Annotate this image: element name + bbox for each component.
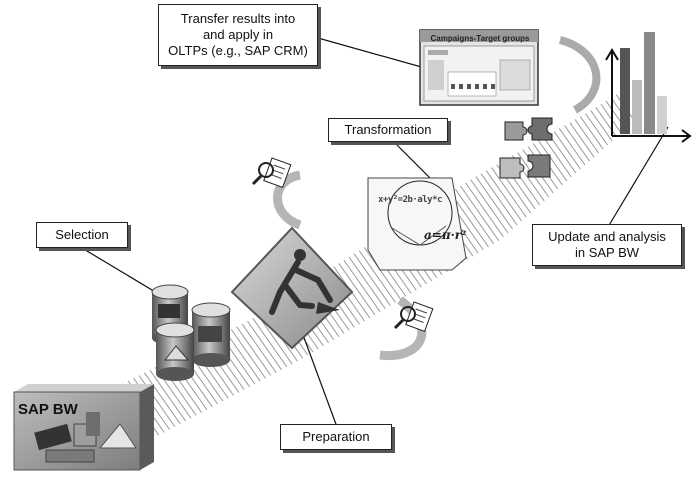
bar-chart-icon	[605, 32, 692, 143]
callout-transfer-line2: and apply in	[202, 27, 274, 42]
magnifier-document-icon	[393, 301, 434, 333]
formula-pi-text: a=π·r²	[424, 228, 467, 242]
formula-text: x+y²=2b·aly*c	[378, 195, 442, 205]
callout-transfer-line1: Transfer results into	[180, 11, 296, 26]
callout-transformation: Transformation	[328, 118, 448, 142]
screen-window-icon	[419, 29, 539, 106]
callout-update-line1: Update and analysis	[548, 229, 666, 244]
formula-sphere-icon	[367, 177, 467, 271]
puzzle-pieces-icon	[499, 117, 553, 179]
construction-worker-sign-icon	[230, 226, 354, 350]
callout-update-line2: in SAP BW	[574, 245, 640, 260]
callout-preparation-label: Preparation	[302, 429, 370, 444]
callout-preparation: Preparation	[280, 424, 392, 450]
sap-bw-box-icon	[13, 384, 154, 471]
callout-transfer: Transfer results into and apply in OLTPs…	[158, 4, 318, 66]
callout-transformation-label: Transformation	[344, 122, 432, 137]
callout-transfer-line3: OLTPs (e.g., SAP CRM)	[168, 43, 308, 58]
magnifier-document-icon	[251, 157, 292, 189]
sap-bw-label: SAP BW	[18, 401, 78, 418]
callout-selection-label: Selection	[55, 227, 109, 242]
callout-selection: Selection	[36, 222, 128, 248]
screen-title: Campaigns-Target groups	[430, 34, 530, 43]
database-icon	[155, 322, 195, 381]
database-icon	[191, 302, 231, 367]
callout-update-analysis: Update and analysis in SAP BW	[532, 224, 682, 266]
